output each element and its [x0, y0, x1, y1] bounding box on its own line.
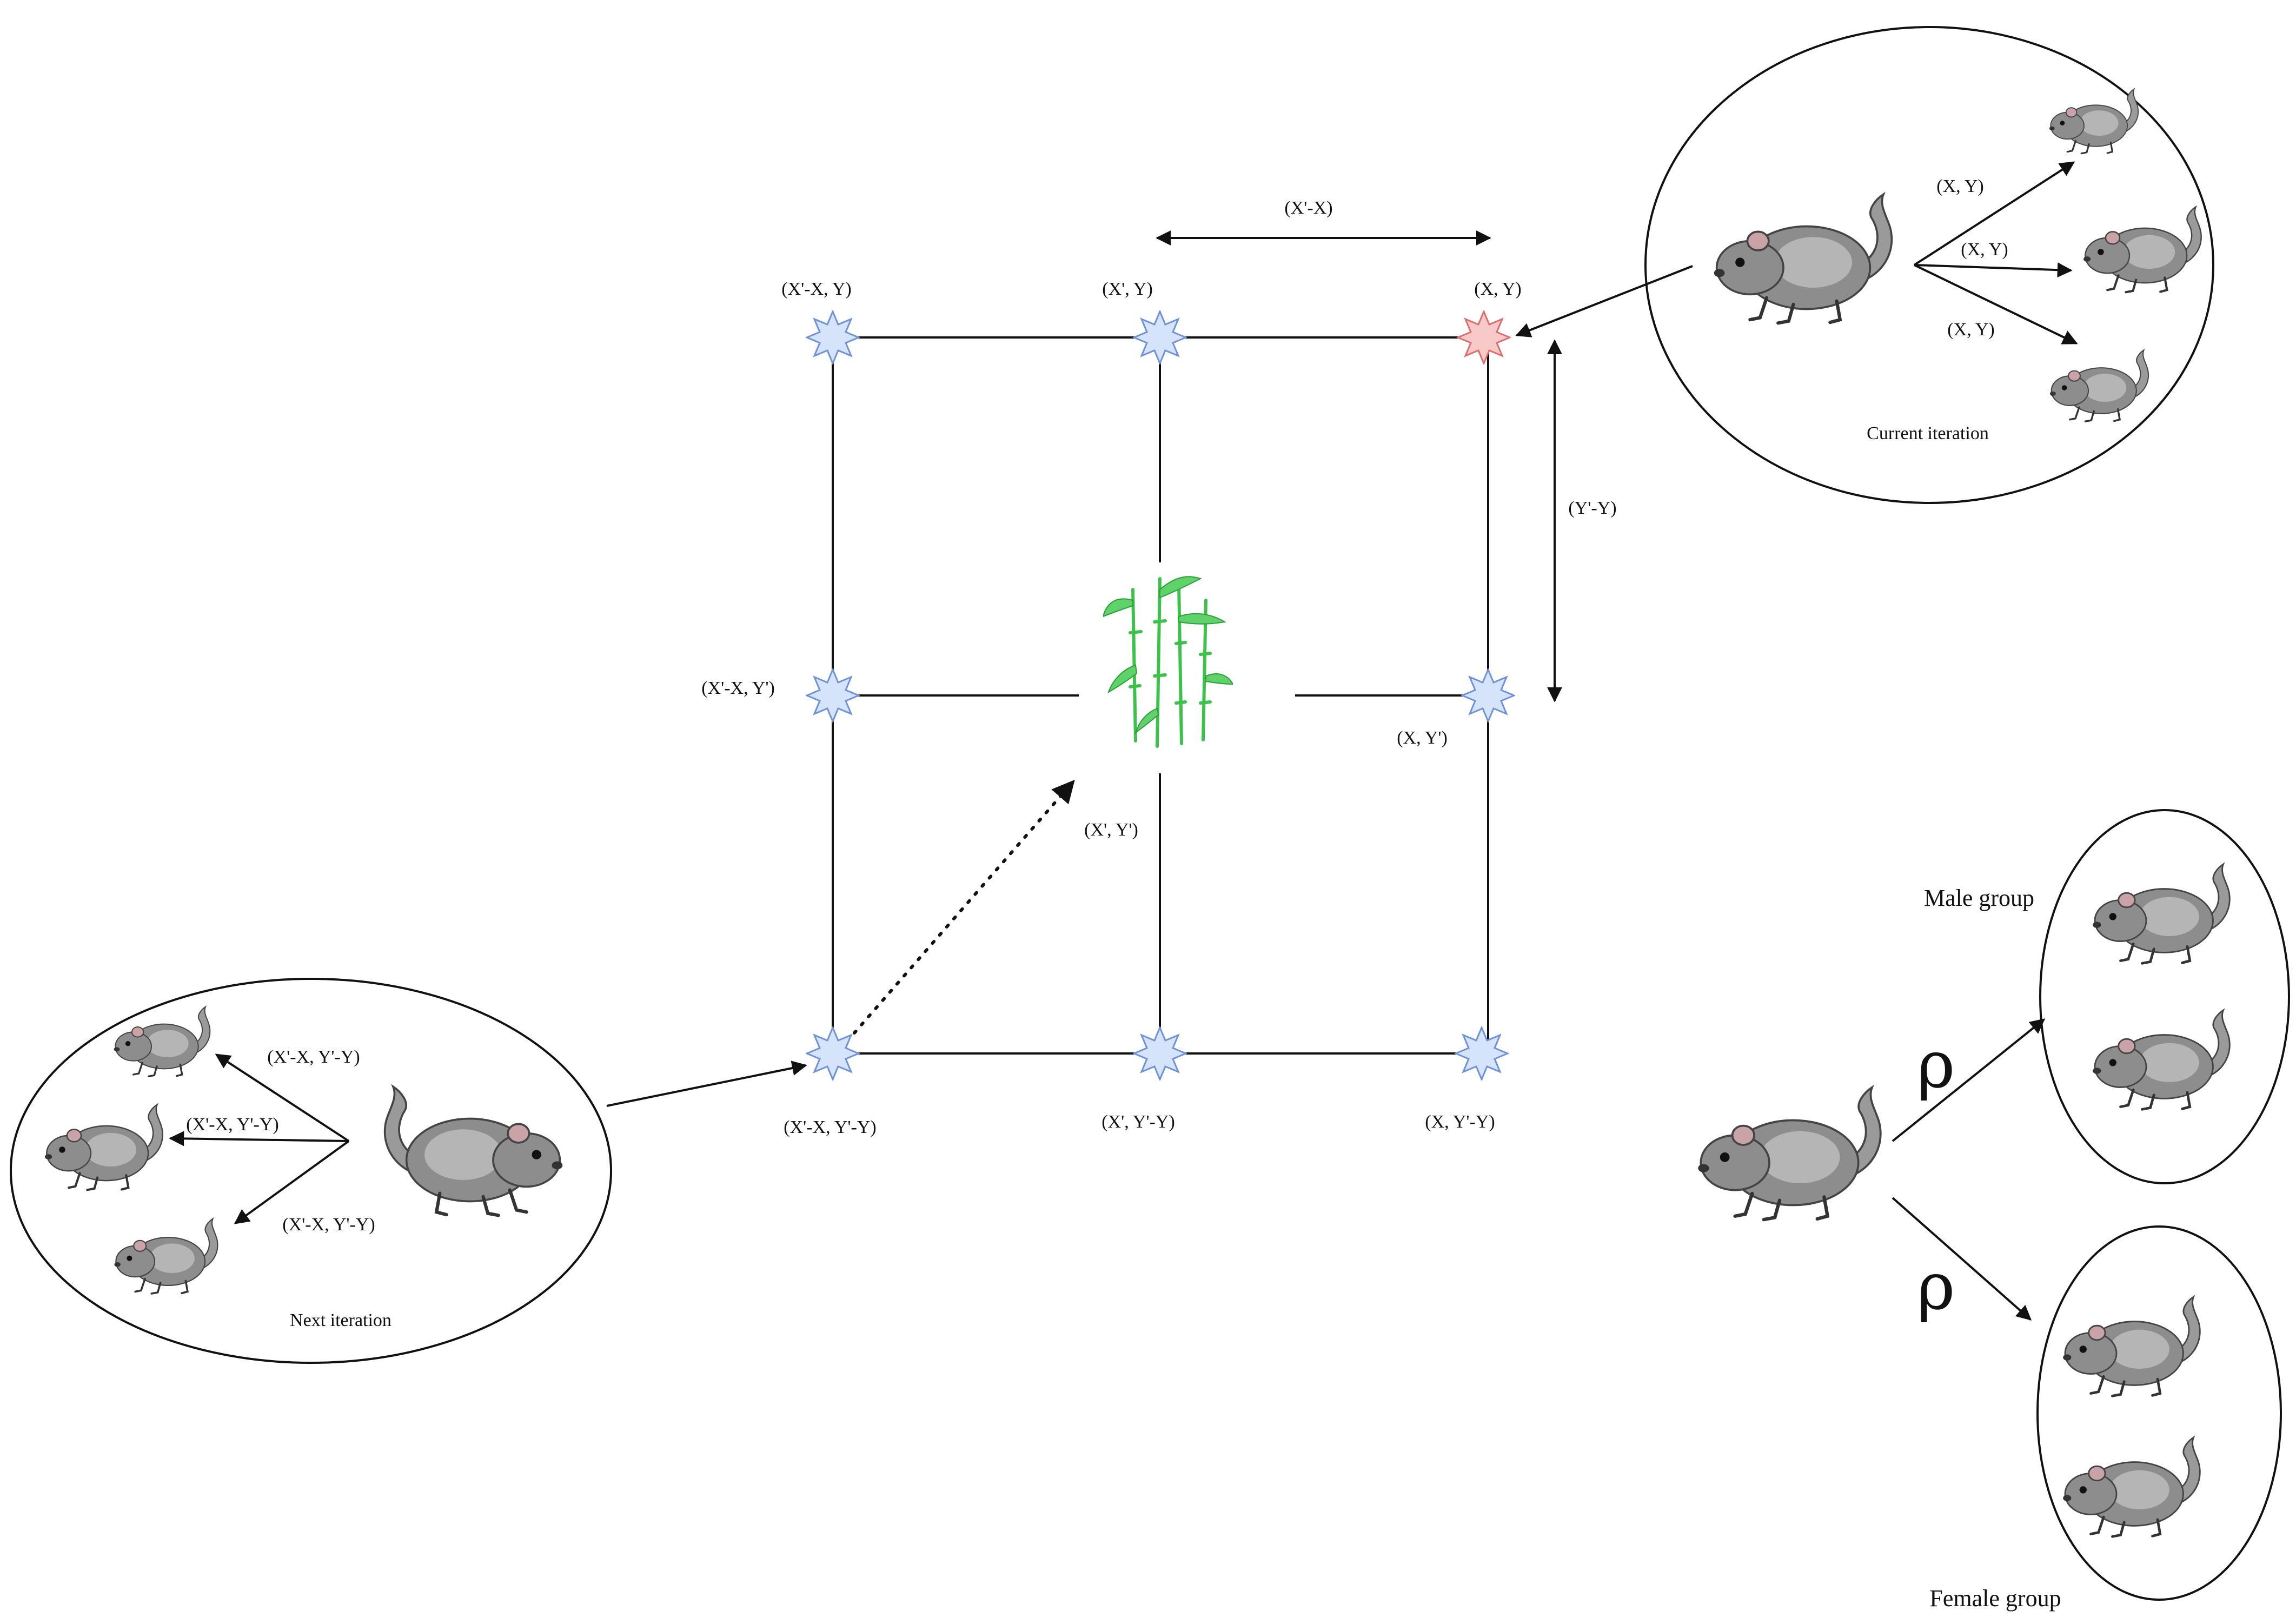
rodent-next-main-icon	[385, 1086, 563, 1215]
rodent-parent-icon	[1698, 1088, 1880, 1219]
next-move-arrow-2	[169, 1131, 349, 1146]
star-top-right-icon	[1457, 310, 1511, 364]
rodent-next-3-icon	[113, 1217, 219, 1295]
rodent-male-2-icon	[2093, 1010, 2229, 1109]
next-move-label-3: (X'-X, Y'-Y)	[282, 1215, 375, 1235]
next-to-grid-arrow	[606, 1060, 807, 1107]
node-label-mid-right: (X, Y')	[1397, 728, 1448, 748]
star-top-left-icon	[806, 310, 860, 364]
star-bot-left-icon	[806, 1026, 860, 1081]
rho-symbol-male: ρ	[1917, 1028, 1955, 1103]
next-iteration-ellipse	[10, 978, 612, 1364]
current-to-grid-arrow	[1515, 265, 1693, 337]
next-move-label-2: (X'-X, Y'-Y)	[186, 1115, 279, 1135]
rodent-current-3-icon	[2049, 349, 2149, 422]
current-move-label-3: (X, Y)	[1947, 320, 1995, 340]
star-bot-right-icon	[1455, 1026, 1509, 1081]
node-label-bot-right: (X, Y'-Y)	[1425, 1112, 1495, 1132]
node-label-top-left: (X'-X, Y)	[781, 279, 852, 299]
node-label-top-mid: (X', Y)	[1102, 279, 1153, 299]
rodent-current-main-icon	[1714, 194, 1892, 323]
rho-symbol-female: ρ	[1917, 1249, 1955, 1324]
current-move-arrow-3	[1914, 264, 2078, 344]
current-move-arrow-2	[1914, 262, 2073, 278]
rodent-female-1-icon	[2063, 1297, 2200, 1396]
male-group-label: Male group	[1924, 885, 2034, 911]
grid	[832, 336, 1489, 1055]
rodent-next-2-icon	[45, 1105, 163, 1190]
current-iteration-ellipse	[1644, 26, 2214, 504]
node-label-center: (X', Y')	[1084, 820, 1138, 840]
current-move-label-1: (X, Y)	[1936, 176, 1984, 196]
current-move-label-2: (X, Y)	[1961, 240, 2008, 260]
rodent-female-2-icon	[2063, 1437, 2200, 1536]
node-label-top-right: (X, Y)	[1474, 279, 1522, 299]
current-move-arrow-1	[1913, 161, 2075, 266]
rodent-male-1-icon	[2093, 864, 2229, 963]
star-top-mid-icon	[1133, 310, 1187, 364]
next-move-arrow-3	[234, 1140, 350, 1224]
width-label: (X'-X)	[1284, 198, 1332, 218]
female-group-label: Female group	[1929, 1585, 2061, 1612]
next-iteration-title: Next iteration	[290, 1310, 391, 1330]
star-mid-left-icon	[806, 668, 860, 722]
current-iteration-title: Current iteration	[1867, 423, 1989, 443]
star-bot-mid-icon	[1133, 1026, 1187, 1081]
star-mid-right-icon	[1461, 668, 1515, 722]
to-male-group-arrow	[1892, 1018, 2046, 1142]
rodent-next-1-icon	[113, 1005, 211, 1078]
dotted-arrow-to-center	[853, 779, 1075, 1035]
male-group-ellipse	[2039, 809, 2290, 1184]
to-female-group-arrow	[1892, 1197, 2032, 1321]
node-label-bot-left: (X'-X, Y'-Y)	[784, 1117, 877, 1137]
rodent-current-2-icon	[2083, 207, 2201, 293]
female-group-ellipse	[2036, 1225, 2282, 1601]
node-label-mid-left: (X'-X, Y')	[701, 678, 775, 698]
height-label: (Y'-Y)	[1568, 498, 1616, 518]
next-move-arrow-1	[215, 1053, 350, 1142]
next-move-label-1: (X'-X, Y'-Y)	[267, 1047, 360, 1067]
node-label-bot-mid: (X', Y'-Y)	[1101, 1112, 1175, 1132]
bamboo-icon	[1103, 576, 1233, 746]
rodent-current-1-icon	[2048, 88, 2139, 155]
